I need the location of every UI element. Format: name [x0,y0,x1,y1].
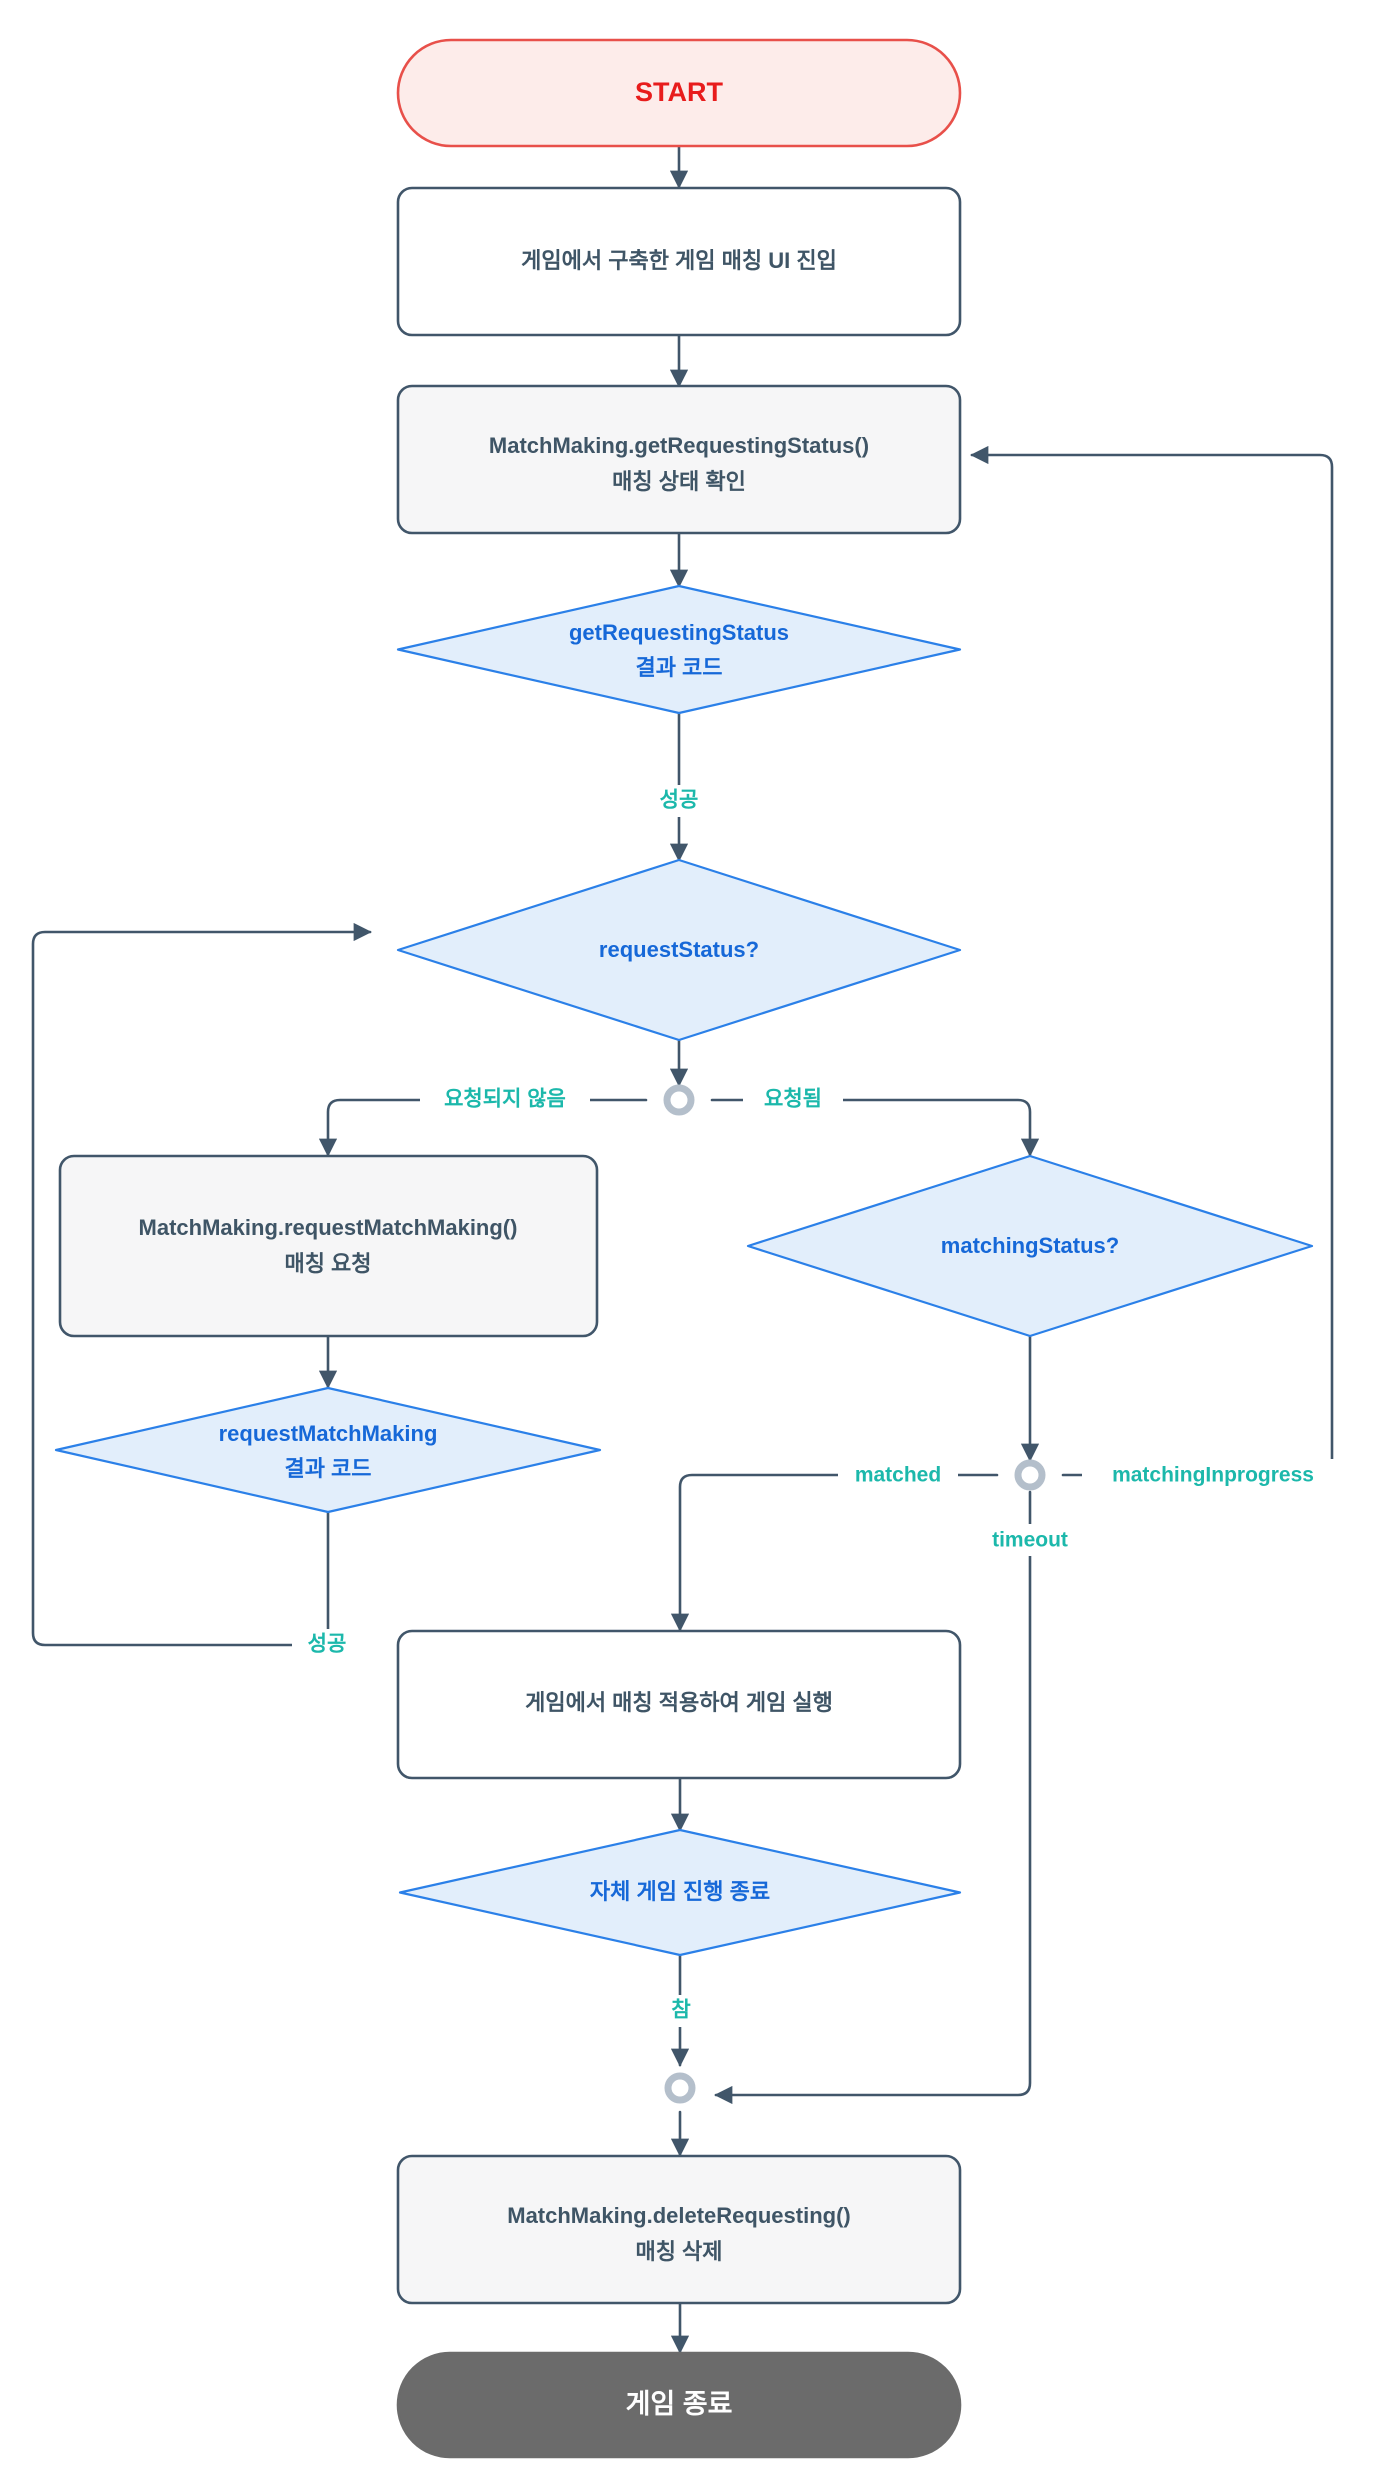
junction-circle-request-status [663,1084,695,1116]
node-get-requesting-status[interactable]: MatchMaking.getRequestingStatus() 매칭 상태 … [396,384,962,535]
node-game-end[interactable]: 게임 종료 [396,2351,962,2459]
junction-circle-matching-status [1014,1459,1046,1491]
node-matching-status-decision[interactable]: matchingStatus? [746,1154,1314,1338]
node-delete-requesting[interactable]: MatchMaking.deleteRequesting() 매칭 삭제 [396,2154,962,2305]
edge-junction1-to-request-mm [318,1098,648,1157]
edge-junction2-to-run-game [670,1473,999,1632]
node-delete-requesting-line2: 매칭 삭제 [635,2239,722,2264]
node-request-matchmaking[interactable]: MatchMaking.requestMatchMaking() 매칭 요청 [58,1154,599,1338]
node-run-game-with-match-label: 게임에서 매칭 적용하여 게임 실행 [525,1690,833,1715]
edge-label-text: matchingInprogress [1112,1464,1314,1487]
node-get-requesting-status-result[interactable]: getRequestingStatus 결과 코드 [396,584,962,715]
edge-label-text: 요청되지 않음 [444,1088,566,1111]
node-enter-matching-ui-label: 게임에서 구축한 게임 매칭 UI 진입 [521,248,837,273]
edge-label-text: 성공 [308,1633,347,1656]
node-request-matchmaking-result-line2: 결과 코드 [284,1456,371,1481]
edge-label-requested: 요청됨 [743,1084,843,1116]
edge-label-timeout: timeout [968,1524,1093,1556]
node-request-status-decision-label: requestStatus? [599,937,759,962]
edge-label-game-over-true: 참 [654,1995,708,2027]
edge-label-text: timeout [992,1529,1068,1552]
node-start-label: START [635,77,723,107]
node-run-game-with-match[interactable]: 게임에서 매칭 적용하여 게임 실행 [396,1629,962,1780]
edge-label-text: 성공 [660,789,699,812]
node-request-matchmaking-line2: 매칭 요청 [284,1251,371,1276]
node-start[interactable]: START [396,38,962,148]
node-get-requesting-status-result-line2: 결과 코드 [635,655,722,680]
node-get-requesting-status-result-line1: getRequestingStatus [569,620,789,645]
node-get-requesting-status-line1: MatchMaking.getRequestingStatus() [489,433,869,458]
node-enter-matching-ui[interactable]: 게임에서 구축한 게임 매칭 UI 진입 [396,186,962,337]
node-request-matchmaking-result[interactable]: requestMatchMaking 결과 코드 [54,1386,602,1514]
node-request-matchmaking-result-line1: requestMatchMaking [219,1421,438,1446]
node-request-status-decision[interactable]: requestStatus? [396,858,962,1042]
node-matching-status-decision-label: matchingStatus? [941,1233,1119,1258]
edge-label-req-result-success: 성공 [292,1629,362,1661]
edge-label-matched: matched [838,1459,958,1491]
edge-label-text: 요청됨 [764,1088,822,1111]
junction-circle-before-delete [664,2072,696,2104]
edge-label-get-result-success: 성공 [645,785,715,817]
node-own-game-finished-decision-label: 자체 게임 진행 종료 [590,1879,770,1904]
edge-junction2-to-junction3 [714,1490,1032,2105]
edge-label-layer: 성공 요청되지 않음 요청됨 성공 matched matchingInprog [292,785,1344,2027]
node-delete-requesting-line1: MatchMaking.deleteRequesting() [507,2203,850,2228]
junction-layer [663,1084,1046,2104]
node-get-requesting-status-line2: 매칭 상태 확인 [612,469,746,494]
edge-label-not-requested: 요청되지 않음 [420,1084,590,1116]
edge-junction1-to-match-status [710,1098,1040,1157]
node-own-game-finished-decision[interactable]: 자체 게임 진행 종료 [398,1828,962,1957]
edge-label-text: 참 [671,1999,690,2022]
node-request-matchmaking-line1: MatchMaking.requestMatchMaking() [139,1215,518,1240]
edge-label-matching-inprogress: matchingInprogress [1082,1459,1344,1491]
node-game-end-label: 게임 종료 [626,2389,733,2419]
edge-label-text: matched [855,1464,941,1487]
